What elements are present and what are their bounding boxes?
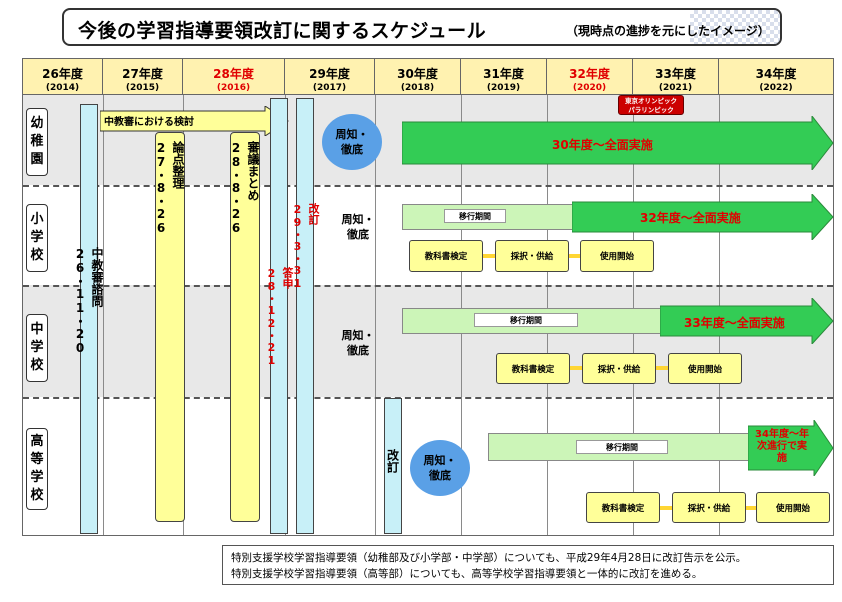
elementary-notice: 周知・ 徹底 [341,213,375,241]
year-sublabel: (2022) [759,83,793,93]
page-title: 今後の学習指導要領改訂に関するスケジュール [78,20,487,42]
high-full-label: 34年度～年 次進行で実 施 [755,429,809,464]
year-label: 27年度 [122,67,163,81]
kindergarten-full-arrow [402,116,834,170]
year-sublabel: (2016) [216,83,251,93]
title-pattern [690,10,780,44]
report-bar: 答申 28・12・21 [265,98,294,534]
elementary-step-textbook-approval: 教科書検定 [409,240,483,272]
elementary-transition-label-box: 移行期間 [444,209,506,223]
high-notice-circle: 周知・ 徹底 [410,440,470,496]
footnote-line: 特別支援学校学習指導要領（高等部）についても、高等学校学習指導要領と一体的に改訂… [231,568,703,580]
column-line [103,95,104,535]
issue-summary-bar: 論点整理 27・8・26 [154,132,185,522]
year-sublabel: (2014) [45,83,80,93]
year-header-cell: 30年度 (2018) [375,59,461,95]
high-full-arrow [748,420,834,476]
year-label: 32年度 [569,67,610,81]
year-label: 28年度 [213,67,254,81]
year-header-cell: 32年度 (2020) [547,59,633,95]
elementary-connector [568,254,584,258]
year-sublabel: (2019) [486,83,521,93]
elementary-connector [482,254,498,258]
revision-bar: 改訂 29・3・31 [291,98,320,534]
row-divider [23,185,833,187]
olympic-badge: 東京オリンピック パラリンピック [618,95,684,115]
row-divider [23,285,833,287]
council-inquiry-bar: 中教審諮問 26・11・20 [73,104,104,534]
high-revision-bar: 改訂 [384,398,402,534]
year-label: 29年度 [309,67,350,81]
elementary-step-use-start: 使用開始 [580,240,654,272]
council-inquiry-label: 中教審諮問 26・11・20 [73,247,104,355]
year-header-cell: 27年度 (2015) [103,59,183,95]
footnote-line: 特別支援学校学習指導要領（幼稚部及び小学部・中学部）についても、平成29年4月2… [231,552,747,564]
report-label: 答申 28・12・21 [265,267,294,367]
deliberation-summary-bar: 審議まとめ 28・8・26 [229,132,260,522]
year-header-cell: 26年度 (2014) [23,59,103,95]
kindergarten-full-label: 30年度～全面実施 [552,138,653,152]
junior-full-label: 33年度～全面実施 [684,316,785,330]
column-line [375,95,376,535]
revision-label: 改訂 29・3・31 [291,203,320,290]
high-transition-label-box: 移行期間 [576,440,668,454]
junior-step-adoption-supply: 採択・供給 [582,353,656,384]
issue-summary-label: 論点整理 27・8・26 [154,141,185,235]
high-step-adoption-supply: 採択・供給 [672,492,746,523]
high-step-textbook-approval: 教科書検定 [586,492,660,523]
year-header-cell: 31年度 (2019) [461,59,547,95]
high-connector [658,506,674,510]
row-label-junior: 中 学 校 [26,314,48,382]
high-connector [742,506,758,510]
year-label: 34年度 [755,67,797,81]
row-divider [23,397,833,399]
junior-connector [570,366,586,370]
council-review-label: 中教審における検討 [104,117,194,128]
row-label-elementary: 小 学 校 [26,204,48,272]
year-sublabel: (2018) [400,83,435,93]
high-step-use-start: 使用開始 [756,492,830,523]
row-label-high: 高 等 学 校 [26,428,48,510]
year-label: 31年度 [483,67,524,81]
elementary-full-label: 32年度～全面実施 [640,211,741,225]
footnote-box: 特別支援学校学習指導要領（幼稚部及び小学部・中学部）についても、平成29年4月2… [222,545,834,585]
year-sublabel: (2021) [658,83,693,93]
kindergarten-notice-circle: 周知・ 徹底 [322,114,382,170]
junior-transition-label-box: 移行期間 [474,313,578,327]
row-label-kindergarten: 幼 稚 園 [26,108,48,176]
deliberation-summary-label: 審議まとめ 28・8・26 [229,141,260,235]
year-label: 33年度 [655,67,696,81]
junior-step-use-start: 使用開始 [668,353,742,384]
year-sublabel: (2017) [312,83,347,93]
high-revision-label: 改訂 [385,449,400,473]
page-subtitle: （現時点の進捗を元にしたイメージ） [566,24,770,38]
year-header-cell: 29年度 (2017) [285,59,375,95]
junior-notice: 周知・ 徹底 [341,329,375,357]
year-sublabel: (2020) [572,83,607,93]
year-header-cell: 34年度 (2022) [719,59,833,95]
elementary-step-adoption-supply: 採択・供給 [495,240,569,272]
year-header-cell: 28年度 (2016) [183,59,285,95]
title-banner: 今後の学習指導要領改訂に関するスケジュール （現時点の進捗を元にしたイメージ） [62,8,782,46]
elementary-full-arrow [572,194,834,240]
junior-connector [654,366,670,370]
year-sublabel: (2015) [125,83,160,93]
year-label: 26年度 [42,67,83,81]
junior-full-arrow [660,298,834,344]
junior-step-textbook-approval: 教科書検定 [496,353,570,384]
year-header-cell: 33年度 (2021) [633,59,719,95]
year-label: 30年度 [397,67,438,81]
